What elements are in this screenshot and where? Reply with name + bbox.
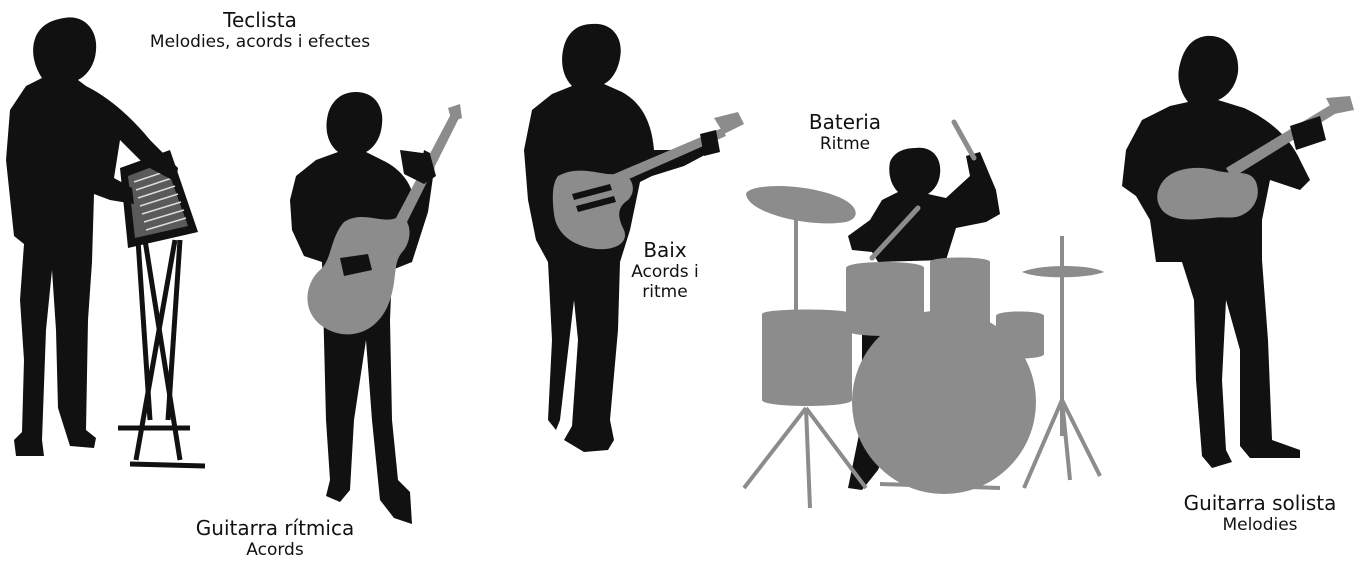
keyboardist-silhouette-icon [6, 17, 205, 466]
drums-description: Ritme [770, 134, 920, 154]
lead-guitar-description: Melodies [1155, 515, 1365, 535]
drums-caption: Bateria Ritme [770, 110, 920, 154]
rhythm-guitar-description: Acords [160, 540, 390, 560]
lead-guitar-caption: Guitarra solista Melodies [1155, 491, 1365, 535]
rhythm-guitar-caption: Guitarra rítmica Acords [160, 516, 390, 560]
lead-guitar-role-label: Guitarra solista [1155, 491, 1365, 515]
bass-description-line2: ritme [600, 282, 730, 302]
keyboard-description: Melodies, acords i efectes [100, 32, 420, 52]
bass-role-label: Baix [600, 238, 730, 262]
drums-role-label: Bateria [770, 110, 920, 134]
keyboard-caption: Teclista Melodies, acords i efectes [100, 8, 420, 52]
bass-caption: Baix Acords i ritme [600, 238, 730, 303]
rhythm-guitar-role-label: Guitarra rítmica [160, 516, 390, 540]
rhythm-guitarist-silhouette-icon [290, 92, 462, 524]
bass-description-line1: Acords i [600, 262, 730, 282]
keyboard-role-label: Teclista [100, 8, 420, 32]
lead-guitarist-silhouette-icon [1122, 36, 1354, 468]
